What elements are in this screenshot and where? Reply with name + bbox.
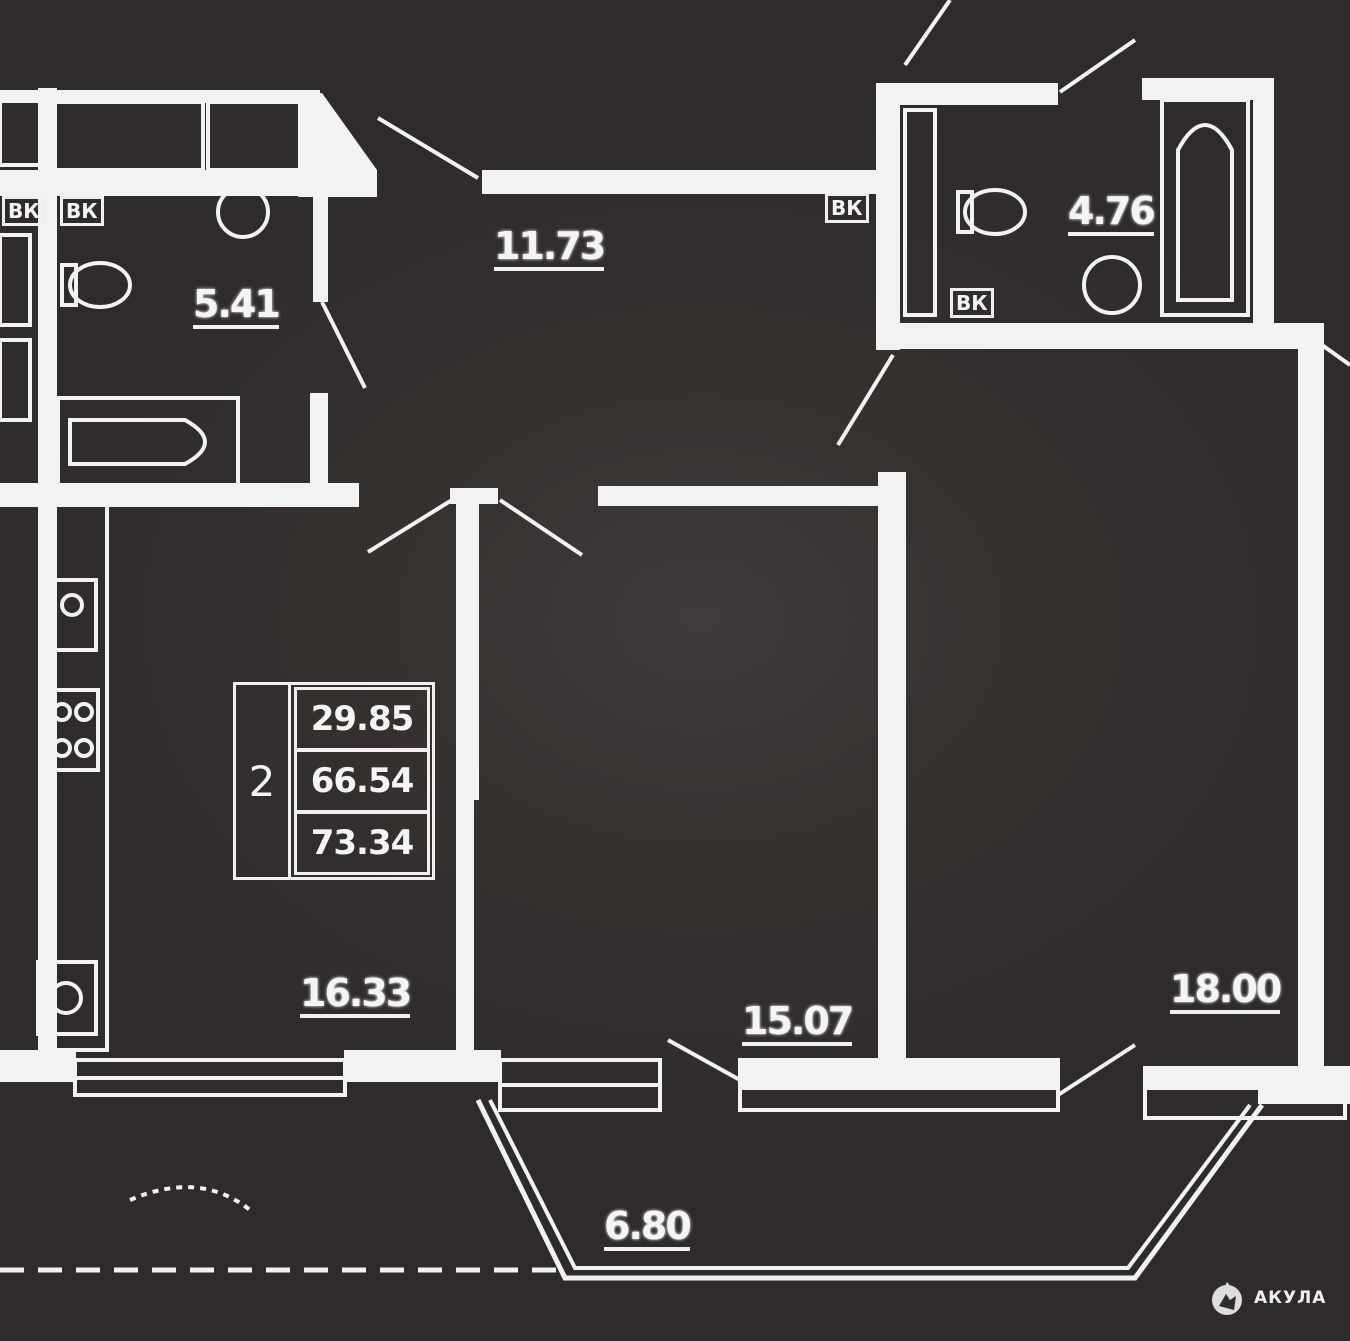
door-swing [903,0,952,67]
stove [52,738,72,758]
door-swing [366,498,454,554]
wall [456,795,474,1052]
window [1143,1086,1347,1120]
wall [878,472,906,1062]
door-swing [1058,38,1137,94]
apartment-summary: 2 29.85 66.54 73.34 [233,682,435,880]
kitchen-counter [53,503,109,1052]
bathtub [1176,123,1234,302]
wall [1253,78,1274,325]
watermark: АКУЛА [1210,1280,1326,1316]
wall [0,1050,76,1082]
toilet [963,188,1027,236]
wall [876,83,900,350]
watermark-text: АКУЛА [1254,1288,1327,1308]
room-count: 2 [236,685,291,877]
wall [0,90,320,103]
wall [738,1058,1060,1090]
wall [1298,323,1324,1070]
door-swing [376,116,480,180]
bathtub [1160,98,1250,317]
wall [598,486,880,506]
sink [1082,255,1142,315]
wall [1142,78,1274,100]
cabinet [0,338,32,422]
washer [36,960,98,1036]
stove [52,702,72,722]
toilet [956,190,974,234]
room-area-living-kitchen: 16.33 [300,972,412,1018]
wall [876,83,1058,105]
stove [46,688,100,772]
vent-label: ВК [2,196,46,226]
room-area-bedroom-middle: 15.07 [742,1000,854,1046]
door-swing [836,353,895,447]
drain [318,133,342,157]
toilet [60,263,78,307]
washer [49,981,83,1015]
cabinet [0,233,32,327]
door-swing [498,498,584,557]
balcony-outline [475,1098,1265,1281]
room-area-bath-left: 5.41 [193,283,281,329]
room-area-bedroom-right: 18.00 [1170,968,1282,1014]
wall [450,488,498,504]
cabinet [206,100,302,172]
window [738,1086,1060,1112]
vent-label: ВК [950,288,994,318]
room-area-balcony: 6.80 [604,1205,692,1251]
wall [313,190,328,302]
shark-logo-icon [1212,1282,1242,1315]
fixtures [0,0,1350,1281]
cabinet [0,93,42,167]
wall [1258,1066,1350,1104]
bathtub [56,396,240,488]
vent-label: ВК [825,193,869,223]
balcony-outline [488,1099,1252,1270]
door-swing [667,1038,741,1082]
stove [74,702,94,722]
toilet [68,261,132,309]
sink [216,185,270,239]
wall [876,323,1310,349]
room-area-bath-right: 4.76 [1068,190,1156,236]
bathtub [68,418,207,466]
wall [456,490,479,800]
wall [310,393,328,490]
dashed-line [129,1185,252,1212]
door-swing [1320,343,1350,367]
vent-label: ВК [60,196,104,226]
kitchen-sink [60,593,84,617]
door-swing [1056,1043,1137,1097]
shelf [903,108,937,317]
living-area: 29.85 [294,687,430,751]
wall [344,1050,501,1082]
total-with-balcony: 73.34 [294,811,430,875]
walls [0,78,1350,1104]
cabinet [46,100,205,172]
room-area-hall: 11.73 [494,225,606,271]
kitchen-sink [46,578,98,652]
wall [482,170,882,194]
door-swing [320,301,367,389]
total-area: 66.54 [294,749,430,813]
stove [74,738,94,758]
